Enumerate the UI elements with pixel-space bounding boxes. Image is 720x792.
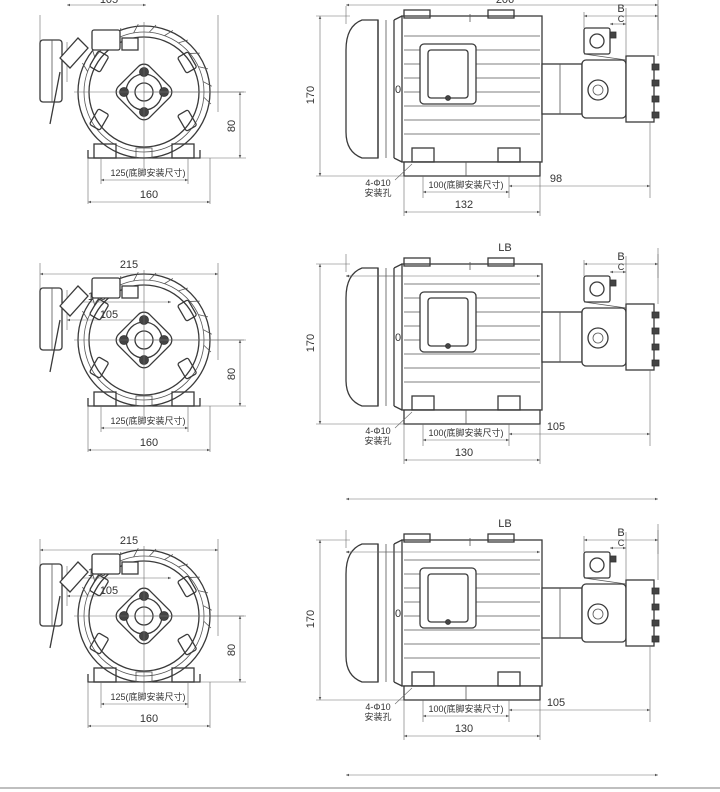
dim-side-height: 170 [305, 334, 317, 352]
dim-overall-width: 215 [120, 535, 138, 547]
dim-foot-mount: 125(底脚安装尺寸) [110, 167, 185, 178]
motor-mark: 0 [395, 84, 401, 96]
dim-c: C [618, 14, 625, 24]
dim-pump-offset: 105 [547, 697, 565, 709]
front-view-1: 105 80 125(底脚安装尺寸) 160 [39, 0, 246, 204]
dim-height: 80 [226, 644, 238, 656]
dim-side-height: 170 [305, 86, 317, 104]
dim-foot-mount: 125(底脚安装尺寸) [110, 415, 185, 426]
dim-side-foot-mount: 100(底脚安装尺寸) [428, 703, 503, 714]
dim-foot-mount: 125(底脚安装尺寸) [110, 691, 185, 702]
dim-side-base: 130 [455, 723, 473, 735]
dim-side-base: 132 [455, 199, 473, 211]
mounting-hole-count: 4-Φ10 [365, 178, 390, 188]
mounting-hole-label: 安装孔 [364, 711, 391, 722]
mounting-hole-count: 4-Φ10 [365, 426, 390, 436]
dim-b: B [617, 3, 624, 15]
dim-height: 80 [226, 368, 238, 380]
dim-side-foot-mount: 100(底脚安装尺寸) [428, 179, 503, 190]
dim-overall-length: LB [498, 518, 511, 530]
motor-mark: 0 [395, 608, 401, 620]
dim-base-width: 160 [140, 437, 158, 449]
front-view-3: 21514010580125(底脚安装尺寸)160 [39, 535, 246, 728]
dim-c: C [618, 262, 625, 272]
front-view-2: 21514010580125(底脚安装尺寸)160 [39, 259, 246, 452]
dim-b: B [617, 251, 624, 263]
dim-width-c: 105 [100, 0, 118, 6]
mounting-hole-label: 安装孔 [364, 435, 391, 446]
mounting-hole-count: 4-Φ10 [365, 702, 390, 712]
dim-base-width: 160 [140, 713, 158, 725]
dim-side-foot-mount: 100(底脚安装尺寸) [428, 427, 503, 438]
dim-overall-length: LB [498, 242, 511, 254]
dim-pump-offset: 98 [550, 173, 562, 185]
dim-side-base: 130 [455, 447, 473, 459]
dim-pump-offset: 105 [547, 421, 565, 433]
dim-height: 80 [226, 120, 238, 132]
dim-overall-width: 215 [120, 259, 138, 271]
mounting-hole-label: 安装孔 [364, 187, 391, 198]
motor-mark: 0 [395, 332, 401, 344]
dim-base-width: 160 [140, 189, 158, 201]
dim-b: B [617, 527, 624, 539]
dim-c: C [618, 538, 625, 548]
dim-side-height: 170 [305, 610, 317, 628]
dim-overall-length: 206 [496, 0, 514, 6]
